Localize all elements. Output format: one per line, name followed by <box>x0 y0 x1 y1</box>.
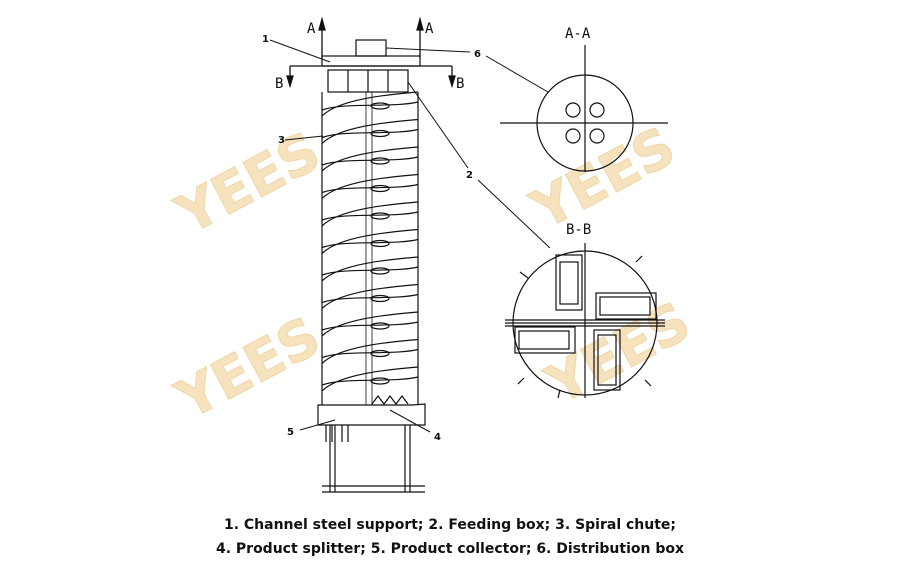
section-aa-title: A-A <box>565 26 591 42</box>
callout-2: 2 <box>466 170 473 181</box>
product-collector <box>317 403 426 426</box>
arrow-label-b-left: B <box>275 76 283 92</box>
distribution-box <box>355 39 387 57</box>
section-bb-title: B-B <box>566 222 591 238</box>
spiral-turn <box>321 146 419 172</box>
callout-1: 1 <box>262 34 269 45</box>
channel-steel-support <box>322 425 425 493</box>
chute-groove <box>370 157 390 165</box>
chute-groove <box>370 294 390 303</box>
chute-groove <box>370 322 390 330</box>
arrow-label-a-right: A <box>425 21 434 37</box>
chute-groove <box>370 349 390 358</box>
spiral-turn <box>321 311 419 337</box>
spiral-turn <box>321 228 419 254</box>
arrow-label-b-right: B <box>456 76 464 92</box>
chute-groove <box>370 377 390 385</box>
spiral-turn <box>321 366 419 392</box>
caption-line-2: 4. Product splitter; 5. Product collecto… <box>215 541 685 557</box>
chute-groove <box>370 212 390 220</box>
chute-groove <box>370 239 390 248</box>
spiral-turns <box>321 91 419 392</box>
section-aa <box>500 45 668 172</box>
watermark-2: YEES <box>166 305 330 432</box>
leader-lines <box>269 39 551 433</box>
section-bb <box>505 243 665 399</box>
spiral-turn <box>321 256 419 282</box>
spiral-turn <box>321 91 419 117</box>
spiral-turn <box>321 118 419 144</box>
watermark-1: YEES <box>166 120 330 247</box>
spiral-turn <box>321 173 419 199</box>
arrow-label-a-left: A <box>307 21 316 37</box>
chute-groove <box>370 184 390 193</box>
callout-5: 5 <box>287 427 294 438</box>
watermark-3: YEES <box>521 115 685 242</box>
spiral-turn <box>321 201 419 227</box>
callout-3: 3 <box>278 135 285 146</box>
chute-groove <box>370 267 390 275</box>
spiral-turn <box>321 338 419 364</box>
callout-6: 6 <box>474 49 481 60</box>
caption-line-1: 1. Channel steel support; 2. Feeding box… <box>223 517 677 533</box>
spiral-turn <box>321 283 419 309</box>
chute-groove <box>370 129 390 138</box>
product-splitter <box>371 395 409 405</box>
chute-groove <box>370 102 390 110</box>
callout-4: 4 <box>434 432 441 443</box>
